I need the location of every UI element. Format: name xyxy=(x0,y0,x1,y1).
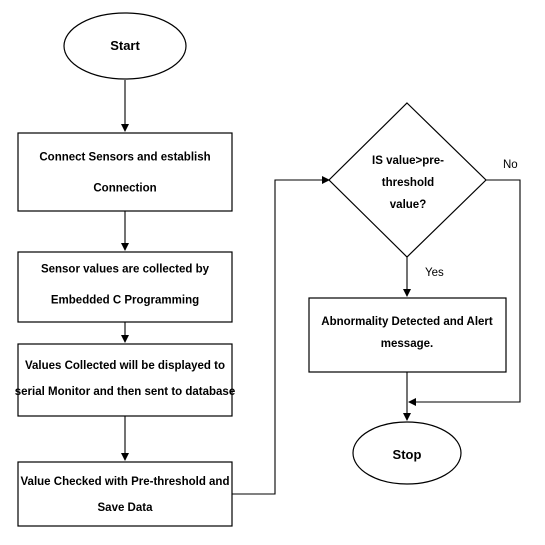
sensor-values-node: Sensor values are collected by Embedded C… xyxy=(17,251,233,323)
values-display-label: Values Collected will be displayed to ser… xyxy=(15,360,235,398)
alert-label: Abnormality Detected and Alert message. xyxy=(321,316,493,350)
stop-node: Stop xyxy=(352,421,462,485)
edges xyxy=(121,80,521,495)
yes-label: Yes xyxy=(425,267,444,279)
node-text-line: value? xyxy=(390,199,426,211)
node-text-line: Abnormality Detected and Alert xyxy=(321,316,493,328)
node-text-line: Save Data xyxy=(98,502,154,514)
edge-decision-no xyxy=(408,179,521,406)
start-label: Start xyxy=(110,38,140,53)
sensor-values-label: Sensor values are collected by Embedded C… xyxy=(41,264,210,307)
node-text-line: Values Collected will be displayed to xyxy=(25,360,225,372)
no-label: No xyxy=(503,159,518,171)
node-text-line: threshold xyxy=(382,177,434,189)
node-text-line: Start xyxy=(110,38,140,53)
edge-check-to-decision xyxy=(232,176,330,495)
values-display-node: Values Collected will be displayed to ser… xyxy=(15,343,235,417)
decision-label: IS value>pre-threshold value? xyxy=(372,155,444,211)
node-text-line: Value Checked with Pre-threshold and xyxy=(21,476,230,488)
node-text-line: Stop xyxy=(393,447,422,462)
alert-node: Abnormality Detected and Alert message. xyxy=(308,297,507,373)
decision-node: IS value>pre-threshold value? xyxy=(328,102,487,258)
node-text-line: Connect Sensors and establish xyxy=(39,152,210,164)
node-text-line: Sensor values are collected by xyxy=(41,264,210,276)
node-text-line: message. xyxy=(381,338,433,350)
node-text-line: Embedded C Programming xyxy=(51,295,199,307)
node-text-line: IS value>pre- xyxy=(372,155,444,167)
node-text-line: Connection xyxy=(93,183,156,195)
start-node: Start xyxy=(63,12,187,80)
stop-label: Stop xyxy=(393,447,422,462)
node-text-line: serial Monitor and then sent to database xyxy=(15,386,235,398)
